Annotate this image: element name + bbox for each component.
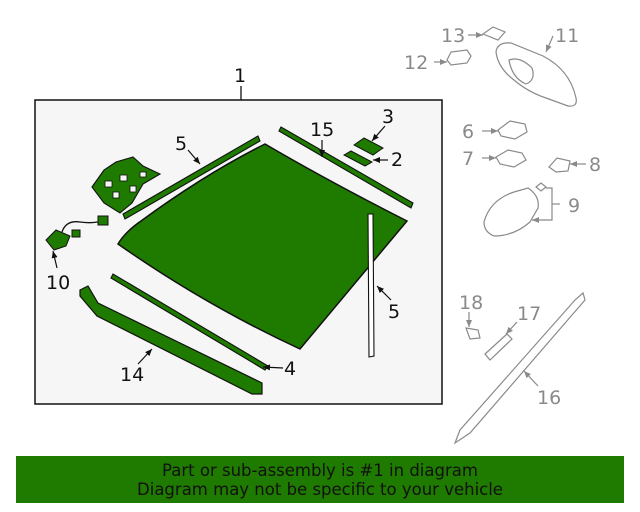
callout-15: 15 <box>310 119 334 141</box>
windshield-glass <box>117 143 409 350</box>
part-12 <box>446 49 472 66</box>
callout-8: 8 <box>589 154 601 176</box>
callout-6: 6 <box>462 121 474 143</box>
leader-3 <box>371 125 386 142</box>
leader-16 <box>523 370 539 387</box>
side-trim-right <box>367 213 375 358</box>
callout-9: 9 <box>568 195 580 217</box>
part-17 <box>484 333 513 361</box>
part-11 <box>495 42 577 107</box>
part-8 <box>548 157 571 173</box>
callout-5-top: 5 <box>175 133 187 155</box>
callout-4: 4 <box>284 358 296 380</box>
leader-5b <box>376 285 392 301</box>
leader-11 <box>545 35 554 53</box>
pad-2 <box>342 150 374 167</box>
sensor-bracket <box>91 156 162 214</box>
leader-17 <box>505 321 518 335</box>
callout-2: 2 <box>391 149 403 171</box>
upper-moulding <box>278 126 414 209</box>
cowl-strip <box>79 285 263 395</box>
pad-3 <box>353 137 384 156</box>
part-13 <box>481 26 507 41</box>
callout-3: 3 <box>382 106 394 128</box>
callout-7: 7 <box>462 148 474 170</box>
callout-10: 10 <box>46 272 70 294</box>
part-9 <box>483 187 539 237</box>
banner-line-1: Part or sub-assembly is #1 in diagram <box>162 460 478 480</box>
callout-16: 16 <box>537 387 561 409</box>
callout-13: 13 <box>441 25 465 47</box>
callout-18: 18 <box>459 292 483 314</box>
part-18 <box>465 327 481 340</box>
part-7 <box>495 149 527 168</box>
wiring-harness <box>45 215 109 251</box>
callout-1: 1 <box>234 65 246 87</box>
leader-5a <box>187 149 201 165</box>
part-6 <box>497 120 528 140</box>
callout-17: 17 <box>517 303 541 325</box>
leader-10 <box>51 250 58 269</box>
banner-line-2: Diagram may not be specific to your vehi… <box>137 479 503 499</box>
info-banner: Part or sub-assembly is #1 in diagram Di… <box>16 456 624 503</box>
callout-12: 12 <box>404 52 428 74</box>
leader-14 <box>137 348 153 365</box>
leader-4 <box>262 364 284 371</box>
part-11-detail <box>508 58 534 85</box>
callout-11: 11 <box>555 25 579 47</box>
callout-5-right: 5 <box>388 301 400 323</box>
callout-14: 14 <box>120 364 144 386</box>
part-9-clip <box>535 182 547 192</box>
side-trim-left <box>122 135 261 220</box>
part-16 <box>453 291 586 445</box>
